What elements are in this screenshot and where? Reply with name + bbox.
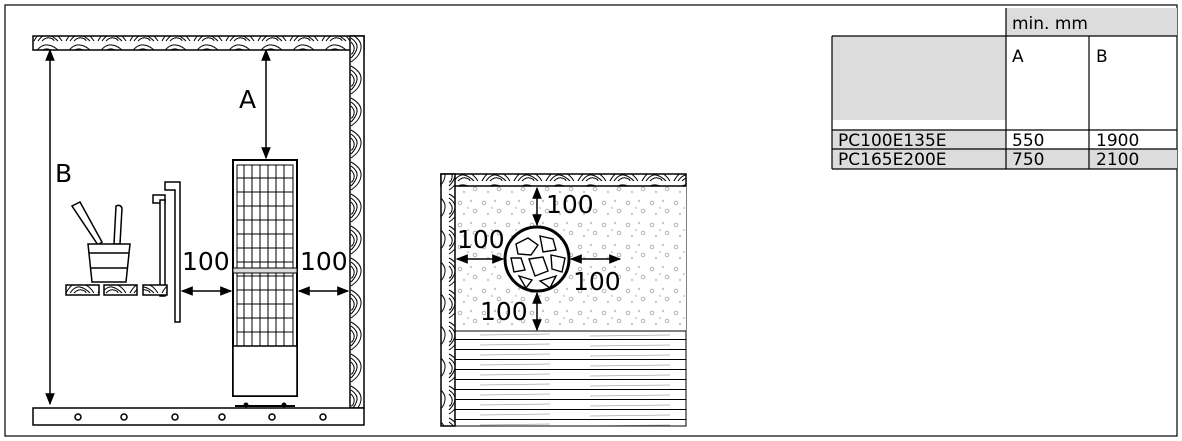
top-view: 100 100 100 100 [440,173,687,427]
floor-vents [74,413,327,421]
table-shade-model-1 [832,130,1006,149]
left-wall-wood [440,173,456,427]
right-wall-wood [349,35,365,409]
top-wall-wood [440,173,687,187]
floor [32,407,365,426]
table-row-2-model: PC165E200E [838,150,947,170]
table-row-2-a: 750 [1012,150,1044,170]
table-row-2-b: 2100 [1096,150,1139,170]
heater-side [232,159,298,408]
dim-left-clearance-label: 100 [182,247,230,276]
dim-right-top-clearance-label: 100 [573,267,621,296]
bench-slats [65,284,168,296]
heater-top-stones [503,225,571,293]
side-view: B A 100 [4,4,1178,437]
dim-left-top-clearance-label: 100 [457,225,505,254]
ceiling-wood [32,35,365,51]
dim-a-label: A [239,85,256,114]
table-shade-top-left [1006,8,1177,36]
dim-top-clearance-label: 100 [546,190,594,219]
table-col-b: B [1096,47,1108,67]
table-row-1-b: 1900 [1096,131,1139,151]
table-shade-header [832,36,1006,120]
side-view-frame [4,4,1178,437]
dim-right-clearance-label: 100 [300,247,348,276]
table-row-1-a: 550 [1012,131,1044,151]
table-row-1-model: PC100E135E [838,131,947,151]
bucket-icon [70,201,131,283]
clearance-table: min. mm A B PC100E135E 550 1900 PC165E20… [831,8,1177,170]
guard-rail [152,181,181,323]
table-shade-row-2 [832,149,1177,169]
board-floor [454,330,687,427]
table-header-group: min. mm [1012,14,1088,34]
dim-b-label: B [55,159,72,188]
dim-bottom-clearance-label: 100 [480,297,528,326]
table-col-a: A [1012,47,1024,67]
